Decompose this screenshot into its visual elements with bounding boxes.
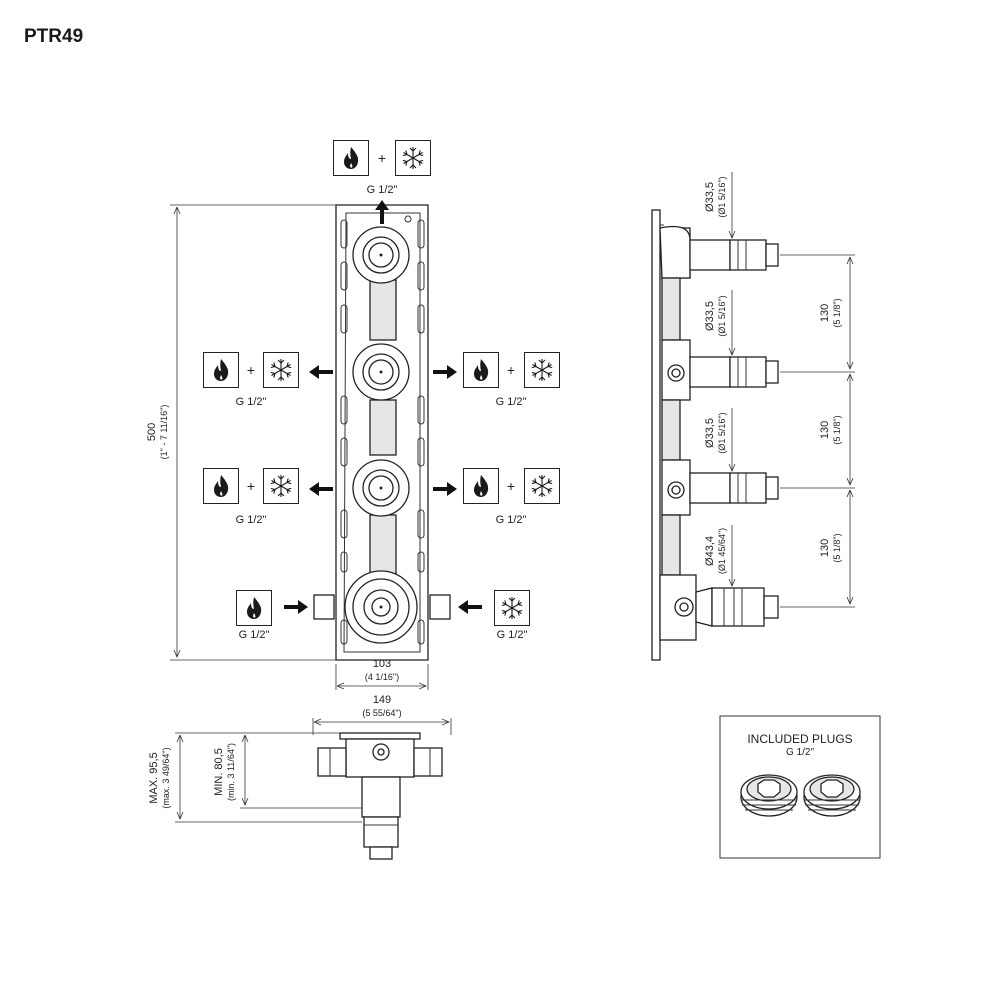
plus-sign: + (247, 362, 255, 378)
side-view (651, 172, 855, 661)
outlet-arrow-icon (309, 365, 333, 379)
hot-water-icon (333, 140, 369, 176)
hot-water-icon (463, 468, 499, 504)
diameter-label-inches: (Ø1 5/16") (717, 176, 727, 217)
valve-4 (313, 570, 451, 644)
plug-image (803, 774, 861, 817)
thread-label: G 1/2" (236, 514, 267, 526)
valve-2 (352, 343, 410, 401)
plus-sign: + (378, 150, 386, 166)
height-dimension: 500 (146, 423, 158, 441)
plus-sign: + (247, 478, 255, 494)
min-depth-inches: (min. 3 11/64") (226, 743, 236, 801)
thread-label: G 1/2" (497, 629, 528, 641)
hot-water-icon (203, 468, 239, 504)
outlet-arrow-icon (433, 365, 457, 379)
diameter-label-inches: (Ø1 5/16") (717, 295, 727, 336)
cold-water-icon (263, 352, 299, 388)
cold-water-icon (395, 140, 431, 176)
thread-label: G 1/2" (496, 514, 527, 526)
top-view (175, 732, 443, 860)
spacing-label-inches: (5 1/8") (832, 533, 842, 562)
width-dimension-inches: (4 1/16") (365, 672, 399, 682)
diameter-label: Ø33,5 (704, 182, 716, 212)
diameter-label: Ø33,5 (704, 418, 716, 448)
hot-water-icon (203, 352, 239, 388)
plus-sign: + (507, 362, 515, 378)
max-depth-dimension: MAX. 95,5 (148, 752, 160, 803)
spacing-label: 130 (819, 539, 831, 557)
page-title: PTR49 (24, 26, 84, 47)
outlet-arrow-icon (433, 482, 457, 496)
height-dimension-inches: (1" - 7 11/16") (159, 405, 169, 460)
front-view (170, 200, 452, 735)
diameter-label: Ø33,5 (704, 301, 716, 331)
diameter-label-inches: (Ø1 5/16") (717, 412, 727, 453)
plug-image (740, 774, 798, 817)
spacing-label: 130 (819, 304, 831, 322)
spacing-label-inches: (5 1/8") (832, 415, 842, 444)
thread-label: G 1/2" (239, 629, 270, 641)
overall-width-dimension: 149 (373, 694, 391, 706)
diameter-label: Ø43,4 (704, 536, 716, 566)
hot-water-icon (236, 590, 272, 626)
valve-3 (352, 459, 410, 517)
outlet-arrow-icon (458, 600, 482, 614)
thread-label: G 1/2" (236, 396, 267, 408)
diameter-label-inches: (Ø1 45/64") (717, 528, 727, 574)
outlet-arrow-icon (309, 482, 333, 496)
plugs-box (719, 715, 881, 859)
overall-width-dimension-inches: (5 55/64") (362, 708, 401, 718)
cold-water-icon (524, 468, 560, 504)
max-depth-inches: (max. 3 49/64") (161, 747, 171, 808)
width-dimension: 103 (373, 658, 391, 670)
cold-water-icon (494, 590, 530, 626)
spacing-label-inches: (5 1/8") (832, 298, 842, 327)
cold-water-icon (263, 468, 299, 504)
spacing-label: 130 (819, 421, 831, 439)
thread-label: G 1/2" (496, 396, 527, 408)
outlet-arrow-icon (284, 600, 308, 614)
plugs-thread: G 1/2" (786, 747, 814, 758)
hot-water-icon (463, 352, 499, 388)
plus-sign: + (507, 478, 515, 494)
thread-label: G 1/2" (367, 184, 398, 196)
min-depth-dimension: MIN. 80,5 (213, 748, 225, 796)
valve-1 (352, 226, 410, 284)
plugs-title: INCLUDED PLUGS (747, 732, 852, 746)
cold-water-icon (524, 352, 560, 388)
